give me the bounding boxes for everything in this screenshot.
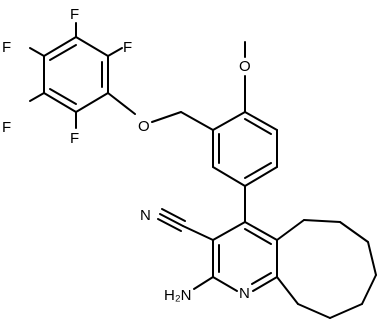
atom-label-f1: F — [70, 6, 79, 23]
amino-bond — [193, 276, 214, 290]
atom-label-f4: F — [2, 119, 11, 136]
atom-label-o-methoxy: O — [239, 58, 251, 75]
methoxyphenyl-ring — [212, 111, 278, 187]
pyridine-ring — [212, 221, 278, 292]
atom-label-f3: F — [70, 130, 79, 147]
atom-label-nh2: H₂N — [164, 287, 192, 304]
atom-label-o-ether: O — [138, 118, 150, 135]
atom-label-n-nitrile: N — [140, 207, 151, 224]
atom-label-n-ring: N — [239, 285, 250, 302]
nitrile-group — [157, 208, 214, 241]
cyclooctane-ring — [276, 219, 377, 319]
fluorine-bonds — [29, 22, 123, 129]
pentafluorophenyl-ring — [43, 36, 109, 113]
atom-label-f2: F — [123, 39, 132, 56]
atom-label-f5: F — [2, 39, 11, 56]
ether-linkage — [107, 92, 214, 131]
